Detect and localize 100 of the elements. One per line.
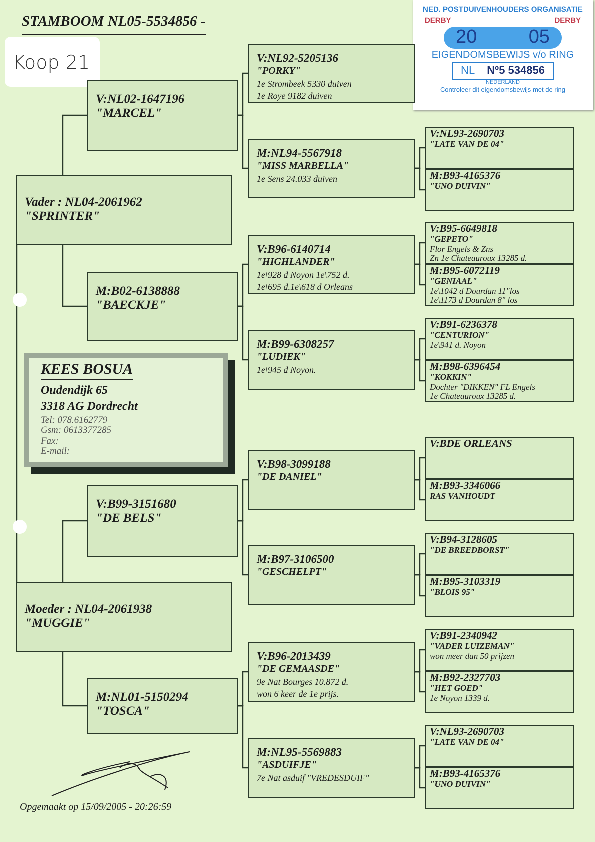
- connector-line: [238, 520, 248, 576]
- connector-line: [415, 264, 425, 286]
- pigeon-name: "TOSCA": [96, 704, 151, 718]
- pigeon-name: RAS VANHOUDT: [430, 492, 496, 502]
- connector-line: [415, 574, 425, 597]
- ring-number: M:B93-4165376: [430, 769, 502, 780]
- ring-number: V:B98-3099188: [257, 459, 332, 472]
- pedigree-box: [87, 485, 238, 557]
- ring-number: M:B95-6072119: [430, 266, 502, 278]
- footer-note: Opgemaakt op 15/09/2005 - 20:26:59: [20, 801, 172, 815]
- pedigree-box: [248, 235, 415, 294]
- pedigree-box: [248, 139, 415, 198]
- pedigree-box: [425, 575, 574, 617]
- contact-text: Fax:: [41, 436, 60, 447]
- result-text: 1e\1042 d Dourdan 11"los: [430, 286, 521, 296]
- result-text: 1e Chateauroux 13285 d.: [430, 392, 516, 401]
- result-text: won meer dan 50 prijzen: [430, 652, 516, 661]
- connector-line: [62, 652, 87, 707]
- connector-line: [62, 114, 87, 175]
- ring-number: V:NL93-2690703: [430, 727, 506, 738]
- connector-line: [62, 245, 87, 308]
- pedigree-box: [425, 360, 574, 402]
- result-text: 1e Sens 24.033 duiven: [257, 175, 338, 185]
- result-text: 1e\1173 d Dourdan 8" los: [430, 296, 519, 305]
- ring-number: M:B99-6308257: [257, 339, 336, 352]
- result-text: Dochter "DIKKEN" FL Engels: [430, 382, 536, 392]
- ring-number: M:B95-3103319: [430, 577, 502, 588]
- pigeon-name: "MUGGIE": [25, 616, 92, 630]
- note-sticker: [5, 37, 100, 87]
- pedigree-box: [16, 175, 232, 245]
- pigeon-name: "MISS MARBELLA": [257, 162, 350, 174]
- pedigree-box: [425, 671, 574, 713]
- pigeon-name: "LATE VAN DE 04": [430, 738, 506, 748]
- pigeon-name: "ASDUIFJE": [257, 761, 318, 772]
- ring-number: V:B91-6236378: [430, 320, 498, 332]
- pigeon-name: "CENTURION": [430, 331, 490, 340]
- pedigree-box: [16, 582, 232, 652]
- handwritten-note: Koop 21: [13, 52, 90, 74]
- ring-number: M:B92-2327703: [430, 673, 502, 684]
- ring-certificate-sticker: [413, 0, 593, 110]
- ring-number: M:B93-4165376: [430, 171, 502, 182]
- pigeon-name: "UNO DUIVIN": [430, 182, 492, 192]
- pedigree-box: [425, 629, 574, 671]
- pigeon-name: "DE GEMAASDE": [257, 665, 342, 676]
- ring-number: V:B94-3128605: [430, 535, 498, 546]
- certificate-title: EIGENDOMSBEWIJS v/o RING: [432, 50, 574, 62]
- pigeon-name: "VADER LUIZEMAN": [430, 642, 516, 652]
- connector-line: [62, 520, 87, 582]
- ring-number: Nº5 534856: [487, 64, 545, 78]
- ring-number: V:B95-6649818: [430, 224, 498, 236]
- pigeon-name: "PORKY": [257, 67, 302, 78]
- ring-number: M:B98-6396454: [430, 362, 502, 374]
- pigeon-name: "MARCEL": [96, 106, 163, 120]
- pigeon-name: "BAECKJE": [96, 298, 168, 312]
- pigeon-name: "LATE VAN DE 04": [430, 140, 506, 150]
- pigeon-name: "DE BREEDBORST": [430, 546, 511, 556]
- pedigree-box: [425, 222, 574, 264]
- contact-text: E-mail:: [41, 447, 72, 458]
- pedigree-box: [87, 272, 238, 341]
- pigeon-name: "UNO DUIVIN": [430, 780, 492, 790]
- ring-number: V:BDE ORLEANS: [430, 439, 514, 450]
- pigeon-name: "LUDIEK": [257, 353, 307, 364]
- pigeon-name: "DE DANIEL": [257, 473, 324, 484]
- connector-line: [415, 479, 425, 501]
- ring-number: M:NL01-5150294: [96, 691, 190, 704]
- pedigree-box: [248, 44, 415, 103]
- pigeon-name: "KOKKIN": [430, 373, 474, 382]
- contact-text: Gsm: 0613377285: [41, 426, 112, 437]
- pigeon-name: "HIGHLANDER": [257, 258, 336, 270]
- ring-number: V:NL92-5205136: [257, 53, 340, 66]
- pedigree-box: [425, 169, 574, 211]
- ring-number: Vader : NL04-2061962: [25, 196, 144, 210]
- pedigree-box: [425, 437, 574, 479]
- ring-number: V:B96-6140714: [257, 244, 332, 256]
- ring-number: M:NL94-5567918: [257, 148, 343, 160]
- pedigree-box: [248, 738, 415, 798]
- connector-line: [238, 114, 248, 170]
- pigeon-name: "BLOIS 95": [430, 588, 476, 598]
- pedigree-box: [425, 725, 574, 767]
- result-text: 1e\928 d Noyon 1e\752 d.: [257, 271, 351, 281]
- ring-number: V:B99-3151680: [96, 498, 178, 512]
- connector-line: [415, 767, 425, 789]
- connector-line: [415, 671, 425, 693]
- result-text: Zn 1e Chateauroux 13285 d.: [430, 254, 528, 263]
- connector-line: [415, 168, 425, 191]
- pedigree-box: [425, 767, 574, 809]
- connector-line: [16, 245, 18, 582]
- title: STAMBOOM NL05-5534856 -: [22, 12, 206, 35]
- connector-line: [238, 306, 248, 361]
- pigeon-name: "GEPETO": [430, 235, 474, 244]
- pigeon-name: "HET GOED": [430, 684, 484, 694]
- address-text: 3318 AG Dordrecht: [41, 400, 140, 413]
- result-text: 1e Strombeek 5330 duiven: [257, 80, 353, 90]
- year-text: 05: [528, 26, 550, 48]
- result-text: Flor Engels & Zns: [430, 244, 494, 254]
- pedigree-box: [425, 264, 574, 306]
- ring-number: M:B93-3346066: [430, 481, 502, 492]
- pedigree-box: [87, 80, 238, 151]
- result-text: 1e\945 d Noyon.: [257, 366, 318, 376]
- result-text: 1e Noyon 1339 d.: [430, 694, 491, 703]
